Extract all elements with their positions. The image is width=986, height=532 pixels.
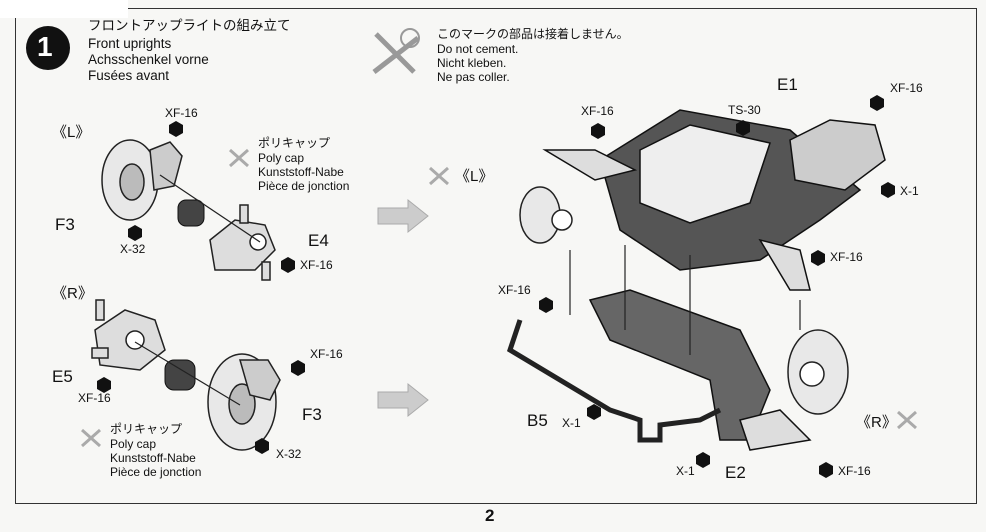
part-f3: F3 <box>302 405 322 424</box>
upright-e4 <box>209 204 276 281</box>
polycap-de: Kunststoff-Nabe <box>258 165 344 179</box>
part-x32: X-32 <box>120 242 146 256</box>
step-number: 1 <box>37 31 53 62</box>
paint-label: XF-16 <box>498 283 531 297</box>
r-side-label: 《R》 <box>856 414 897 431</box>
polycap-fr: Pièce de jonction <box>110 465 202 479</box>
step-title-fr: Fusées avant <box>88 68 170 83</box>
paint-label: XF-16 <box>78 391 111 405</box>
chassis-front <box>542 109 886 291</box>
polycap-en: Poly cap <box>258 151 305 165</box>
page-frame <box>15 8 977 504</box>
paint-label: XF-16 <box>838 464 871 478</box>
part-x1: X-1 <box>900 184 919 198</box>
paint-marker-icons <box>97 95 895 478</box>
step-title-de: Achsschenkel vorne <box>88 52 209 67</box>
assembly-arrows <box>569 245 801 355</box>
part-e1: E1 <box>777 75 798 94</box>
hub-l <box>519 186 573 244</box>
notice-jp: このマークの部品は接着しません。 <box>437 27 629 41</box>
part-e2: E2 <box>725 463 746 482</box>
no-cement-icon <box>372 28 420 74</box>
paint-label: XF-16 <box>300 258 333 272</box>
part-x1: X-1 <box>562 416 581 430</box>
part-e5: E5 <box>52 367 73 386</box>
anti-roll-bar-b5 <box>506 319 722 443</box>
assembly-arrow-l <box>159 174 261 243</box>
lower-arm <box>588 289 812 451</box>
polycap-r <box>164 359 196 391</box>
part-b5: B5 <box>527 411 548 430</box>
paint-label: XF-16 <box>581 104 614 118</box>
part-x32: X-32 <box>276 447 302 461</box>
step-title-jp: フロントアップライトの組み立て <box>88 18 291 33</box>
polycap-en: Poly cap <box>110 437 157 451</box>
upright-e5 <box>91 299 166 371</box>
step-number-badge <box>26 26 70 70</box>
l-side-label: 《L》 <box>455 168 494 185</box>
brake-disc-r <box>207 353 281 451</box>
no-cement-icon-small <box>81 148 917 448</box>
paint-label: TS-30 <box>728 103 761 117</box>
hub-r <box>787 329 849 415</box>
polycap-de: Kunststoff-Nabe <box>110 451 196 465</box>
page-number: 2 <box>485 506 495 525</box>
notice-en: Do not cement. <box>437 42 519 56</box>
part-f3: F3 <box>55 215 75 234</box>
polycap-jp: ポリキャップ <box>258 136 331 150</box>
scan-blank <box>0 0 128 18</box>
polycap-jp: ポリキャップ <box>110 422 183 436</box>
notice-de: Nicht kleben. <box>437 56 507 70</box>
l-side-label: 《L》 <box>52 124 91 141</box>
part-e4: E4 <box>308 231 329 250</box>
paint-label: XF-16 <box>165 106 198 120</box>
polycap-l <box>177 199 205 227</box>
polycap-fr: Pièce de jonction <box>258 179 350 193</box>
part-x1: X-1 <box>676 464 695 478</box>
step-title-en: Front uprights <box>88 36 172 51</box>
r-side-label: 《R》 <box>52 285 93 302</box>
direction-arrow-icon <box>377 198 429 418</box>
paint-label: XF-16 <box>830 250 863 264</box>
paint-label: XF-16 <box>890 81 923 95</box>
brake-disc-l <box>101 139 183 221</box>
paint-label: XF-16 <box>310 347 343 361</box>
notice-fr: Ne pas coller. <box>437 70 510 84</box>
assembly-arrow-r <box>134 341 241 406</box>
